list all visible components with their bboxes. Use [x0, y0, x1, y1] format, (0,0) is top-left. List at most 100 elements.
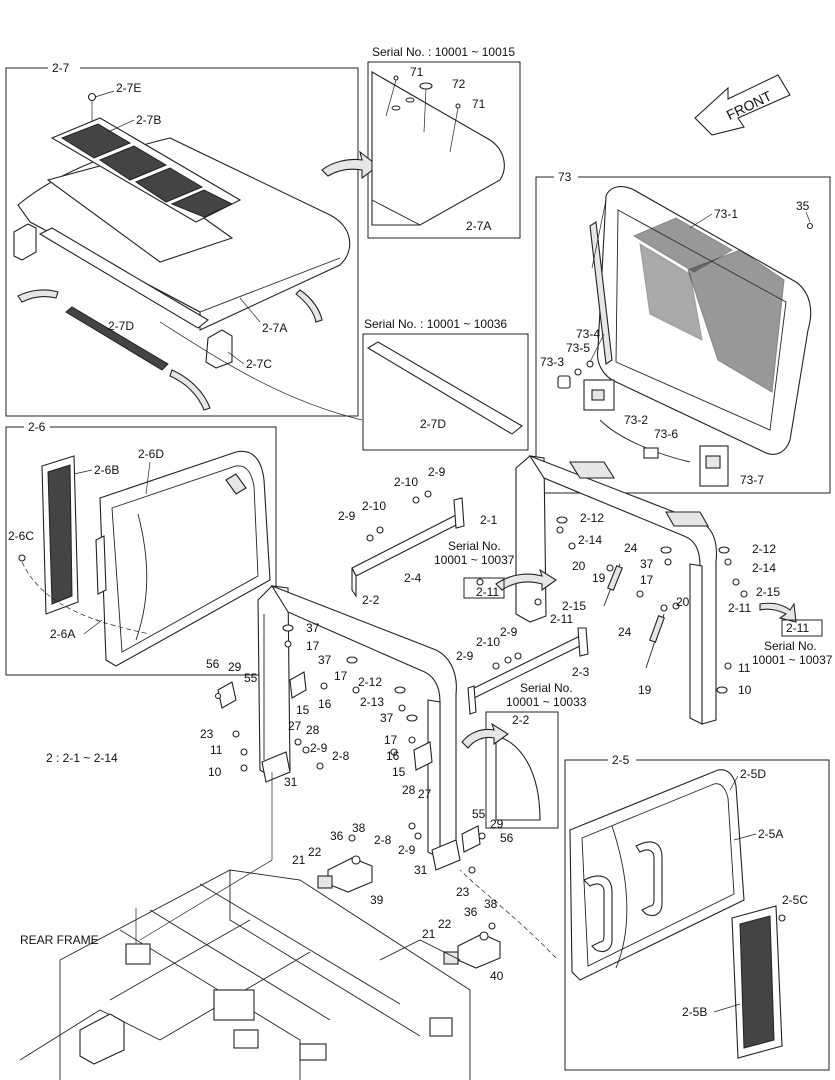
label-56-b: 56 — [500, 831, 514, 845]
box-2-11-left — [463, 577, 505, 599]
label-2-10-b: 2-10 — [362, 499, 386, 513]
label-2-10-a: 2-10 — [394, 475, 418, 489]
label-bg — [24, 420, 50, 434]
group-label-2-7: 2-7 — [52, 61, 70, 75]
label-2-7d: 2-7D — [108, 319, 134, 333]
group-frame-2-5 — [564, 759, 830, 1071]
label-73-6: 73-6 — [654, 427, 678, 441]
label-2-6c: 2-6C — [8, 529, 34, 543]
label-2-11-a: 2-11 — [728, 601, 751, 615]
label-72: 72 — [452, 77, 466, 91]
label-2-15-b: 2-15 — [562, 599, 586, 613]
label-22-b: 22 — [438, 917, 452, 931]
crossbar-2-4 — [351, 497, 465, 598]
label-20-b: 20 — [676, 595, 690, 609]
grille-2-5b — [731, 905, 783, 1059]
label-17-c: 17 — [334, 669, 348, 683]
label-2-11-b: 2-11 — [786, 621, 809, 635]
label-73-3: 73-3 — [540, 355, 564, 369]
label-23-b: 23 — [456, 885, 470, 899]
label-56-a: 56 — [206, 657, 220, 671]
label-15-a: 15 — [296, 703, 310, 717]
label-2-9-b: 2-9 — [338, 509, 356, 523]
group-frame-2-6 — [5, 426, 277, 676]
seal-strip-detail — [366, 341, 523, 435]
front-arrow: FRONT — [694, 74, 791, 136]
bracket-15-left — [217, 671, 307, 709]
group-label-73: 73 — [558, 170, 572, 184]
bracket-15-right — [413, 741, 481, 853]
label-31-a: 31 — [284, 775, 298, 789]
range-note: 2 : 2-1 ~ 2-14 — [46, 751, 118, 765]
label-38-b: 38 — [484, 897, 498, 911]
label-2-7b: 2-7B — [136, 113, 161, 127]
label-2-12-b: 2-12 — [752, 542, 776, 556]
callout-arrow-2-11-left — [495, 568, 557, 592]
label-22-a: 22 — [308, 845, 322, 859]
label-2-7a-detail: 2-7A — [466, 219, 491, 233]
label-21-b: 21 — [422, 927, 436, 941]
label-2-9-c: 2-9 — [456, 649, 474, 663]
label-2-7e: 2-7E — [116, 81, 141, 95]
screw-2-5c — [778, 914, 786, 922]
serial-note-left-line2: 10001 ~ 10037 — [434, 553, 515, 567]
mount-brackets-39-40 — [317, 855, 501, 969]
label-2-12-c: 2-12 — [358, 675, 382, 689]
label-2-9-d: 2-9 — [500, 625, 518, 639]
group-frame-73 — [535, 176, 831, 494]
label-39: 39 — [370, 893, 384, 907]
label-2-6a: 2-6A — [50, 627, 75, 641]
label-20-a: 20 — [572, 559, 586, 573]
crossbar-2-3 — [467, 627, 589, 715]
label-2-9-a: 2-9 — [428, 465, 446, 479]
label-17-a: 17 — [640, 573, 654, 587]
label-10-a: 10 — [738, 683, 752, 697]
detail-2-2-insert — [495, 735, 541, 821]
serial-note-center-line1: Serial No. — [520, 681, 573, 695]
label-2-9-f: 2-9 — [398, 843, 416, 857]
label-19-a: 19 — [592, 571, 606, 585]
group-label-2-6: 2-6 — [28, 420, 46, 434]
label-37-d: 37 — [380, 711, 394, 725]
label-16-a: 16 — [318, 697, 332, 711]
label-37-b: 37 — [306, 621, 320, 635]
label-40: 40 — [490, 969, 504, 983]
group-frame-2-7 — [5, 67, 359, 417]
serial-note-left-line1: Serial No. — [448, 539, 501, 553]
label-16-b: 16 — [386, 749, 400, 763]
label-11-a: 11 — [738, 661, 751, 675]
label-2-11-d: 2-11 — [476, 585, 499, 599]
label-24-b: 24 — [618, 625, 632, 639]
roof-cover-2-7a — [17, 137, 351, 331]
label-24-a: 24 — [624, 541, 638, 555]
serial-note-center-line2: 10001 ~ 10033 — [506, 695, 587, 709]
label-36-a: 36 — [330, 829, 344, 843]
label-2-13: 2-13 — [360, 695, 384, 709]
detail-frame-2-2 — [485, 711, 559, 829]
foot-brackets-31 — [261, 751, 461, 871]
label-21-a: 21 — [292, 853, 306, 867]
callout-arrow-2-2 — [461, 722, 509, 749]
label-36-b: 36 — [464, 905, 478, 919]
label-2-8-b: 2-8 — [374, 833, 392, 847]
roof-detail-top — [371, 71, 505, 226]
label-37-a: 37 — [640, 557, 654, 571]
leader-2-5 — [459, 869, 557, 959]
group-label-2-5: 2-5 — [612, 753, 630, 767]
bolt-2-7e — [87, 92, 97, 102]
label-2-6d: 2-6D — [138, 447, 164, 461]
label-55-b: 55 — [472, 807, 486, 821]
label-2-14-a: 2-14 — [578, 533, 602, 547]
fasteners — [214, 490, 748, 930]
label-2-5a: 2-5A — [758, 827, 783, 841]
label-bg — [48, 60, 80, 74]
label-17-b: 17 — [306, 639, 320, 653]
detail-frame-serial-top — [367, 61, 521, 239]
detail-frame-serial-mid — [362, 333, 529, 451]
label-bg — [608, 753, 636, 767]
lock-73-3 — [557, 360, 615, 411]
label-2-5d: 2-5D — [740, 767, 766, 781]
label-27-a: 27 — [288, 719, 302, 733]
leader-2-7d — [159, 321, 363, 421]
label-35: 35 — [796, 199, 810, 213]
